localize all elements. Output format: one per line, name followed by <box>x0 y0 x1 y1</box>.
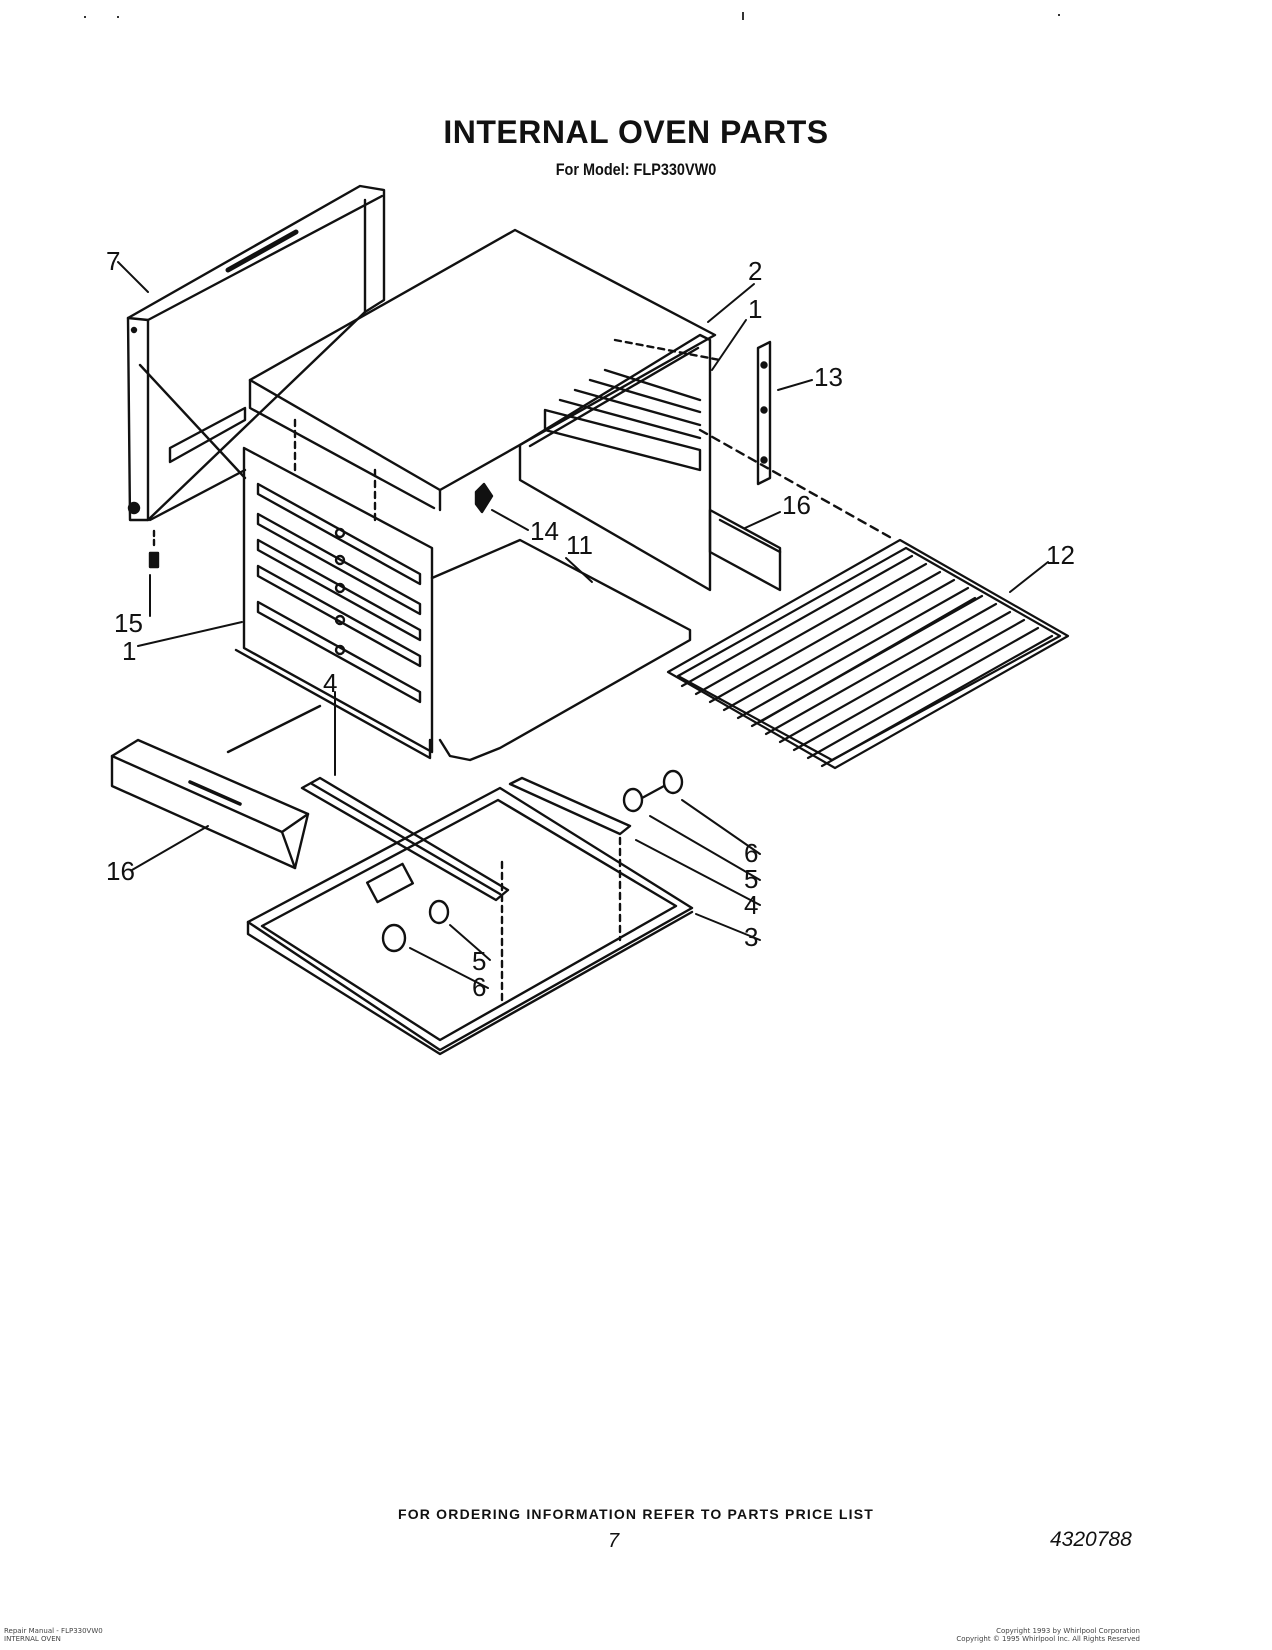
callout-1-left: 1 <box>122 636 136 666</box>
footnote-left-line-1: Repair Manual - FLP330VW0 <box>4 1627 103 1635</box>
part-5-6-knobs-right <box>622 769 684 813</box>
callout-2: 2 <box>748 256 762 286</box>
footnote-right: Copyright 1993 by Whirlpool Corporation … <box>956 1627 1140 1643</box>
footnote-left-line-2: INTERNAL OVEN <box>4 1635 61 1643</box>
callout-6-right: 6 <box>744 838 758 868</box>
model-subtitle: For Model: FLP330VW0 <box>555 160 717 179</box>
callout-16-left: 16 <box>106 856 135 886</box>
part-3-bottom-plate <box>246 786 694 1056</box>
callout-6-left: 6 <box>472 972 486 1002</box>
part-12-oven-rack <box>666 538 1070 770</box>
callout-1-right: 1 <box>748 294 762 324</box>
part-13-strip <box>756 340 772 486</box>
scan-speck <box>1058 14 1060 16</box>
callout-12: 12 <box>1046 540 1075 570</box>
scan-speck <box>117 16 119 18</box>
part-14-bracket <box>474 482 494 514</box>
document-number: 4320788 <box>1050 1528 1132 1551</box>
part-16-trim-left <box>110 704 322 870</box>
part-4-rails <box>300 776 632 902</box>
callout-11: 11 <box>566 530 593 560</box>
callout-16-right: 16 <box>782 490 811 520</box>
callout-15: 15 <box>114 608 143 638</box>
leader-lines <box>117 261 1049 989</box>
part-7-back-panel <box>126 184 386 522</box>
part-16-trim-right <box>708 508 782 592</box>
callout-5-left: 5 <box>472 946 486 976</box>
callout-7: 7 <box>106 246 120 276</box>
scan-speck <box>742 12 744 20</box>
callout-14: 14 <box>530 516 559 546</box>
page-title: INTERNAL OVEN PARTS <box>443 114 829 150</box>
callout-4-right: 4 <box>744 890 758 920</box>
callout-13: 13 <box>814 362 843 392</box>
oven-liner-box <box>138 228 897 762</box>
callout-numbers: 7 2 1 13 16 14 11 12 15 1 4 6 5 4 3 16 5… <box>106 246 1075 1002</box>
scan-speck <box>84 16 86 18</box>
callout-3: 3 <box>744 922 758 952</box>
callout-5-right: 5 <box>744 864 758 894</box>
callout-4-top: 4 <box>323 668 337 698</box>
footnote-right-line-1: Copyright 1993 by Whirlpool Corporation <box>996 1627 1140 1635</box>
footnote-right-line-2: Copyright © 1995 Whirlpool Inc. All Righ… <box>956 1635 1140 1643</box>
ordering-info: FOR ORDERING INFORMATION REFER TO PARTS … <box>397 1506 875 1522</box>
part-5-6-knobs-left <box>381 899 450 953</box>
page-number: 7 <box>608 1530 620 1552</box>
part-15-screw <box>148 528 160 569</box>
footnote-left: Repair Manual - FLP330VW0 INTERNAL OVEN <box>4 1627 103 1643</box>
